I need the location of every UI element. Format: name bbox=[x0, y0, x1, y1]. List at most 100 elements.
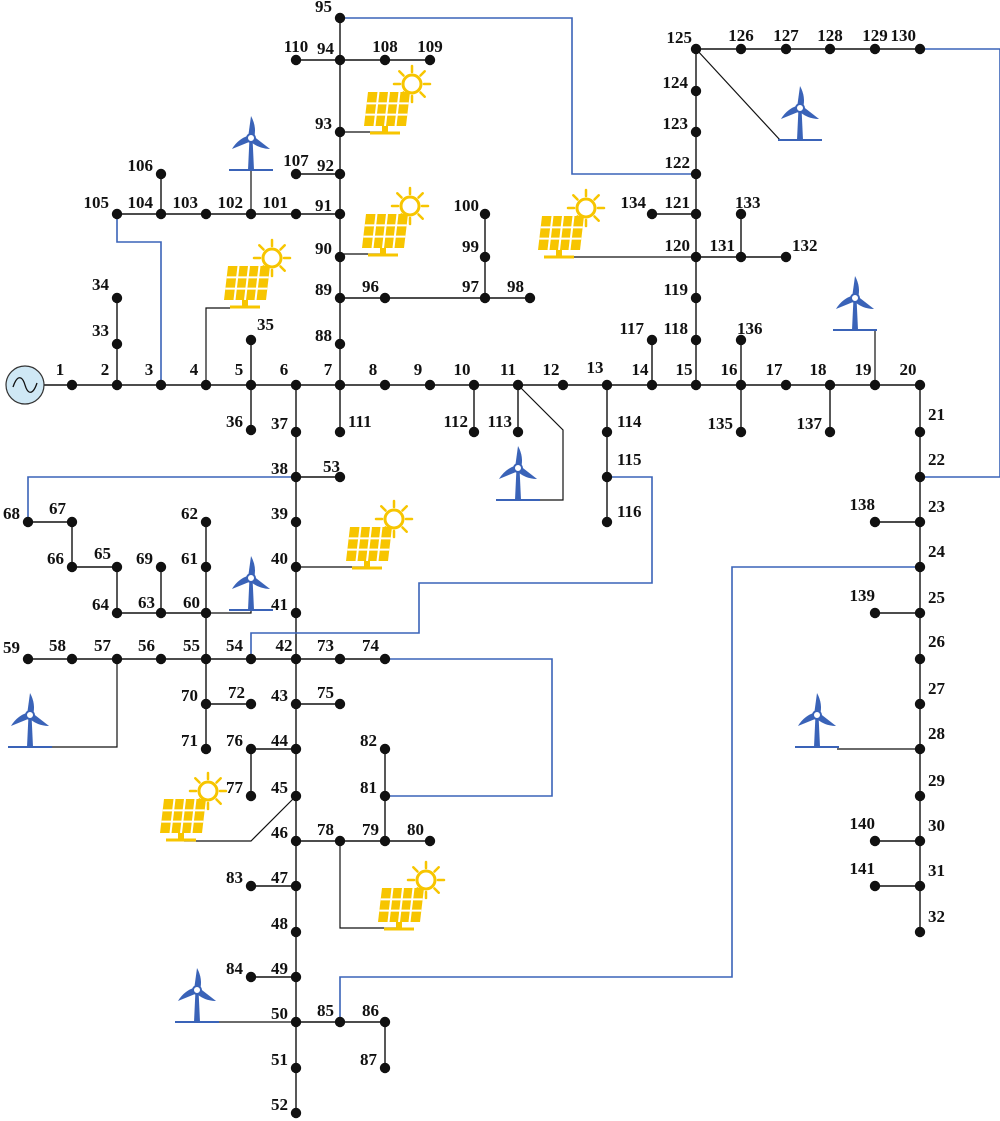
bus-node-38 bbox=[290, 471, 302, 483]
bus-node-107 bbox=[290, 168, 302, 180]
tie-line-74-81 bbox=[385, 658, 553, 797]
bus-node-128 bbox=[824, 43, 836, 55]
tie-line-95-122 bbox=[340, 17, 696, 175]
bus-node-12 bbox=[557, 379, 569, 391]
bus-label-9: 9 bbox=[414, 360, 423, 379]
bus-label-66: 66 bbox=[47, 549, 64, 568]
bus-label-122: 122 bbox=[665, 153, 691, 172]
bus-label-103: 103 bbox=[173, 193, 199, 212]
bus-label-67: 67 bbox=[49, 499, 67, 518]
bus-node-6 bbox=[290, 379, 302, 391]
bus-label-50: 50 bbox=[271, 1004, 288, 1023]
bus-label-56: 56 bbox=[138, 636, 155, 655]
bus-node-9 bbox=[424, 379, 436, 391]
bus-label-45: 45 bbox=[271, 778, 288, 797]
tie-line-68-38 bbox=[27, 476, 296, 522]
bus-node-35 bbox=[245, 334, 257, 346]
bus-label-26: 26 bbox=[928, 632, 945, 651]
bus-label-124: 124 bbox=[663, 73, 689, 92]
bus-label-5: 5 bbox=[235, 360, 244, 379]
bus-label-135: 135 bbox=[708, 414, 734, 433]
tie-line-24-85 bbox=[339, 566, 920, 1022]
bus-label-24: 24 bbox=[928, 542, 946, 561]
pv-4-solar-panel-icon bbox=[224, 238, 292, 309]
bus-label-118: 118 bbox=[663, 319, 688, 338]
bus-node-140 bbox=[869, 835, 881, 847]
bus-label-115: 115 bbox=[617, 450, 642, 469]
bus-node-20 bbox=[914, 379, 926, 391]
bus-node-114 bbox=[601, 426, 613, 438]
bus-node-103 bbox=[200, 208, 212, 220]
wind-60-wind-turbine-icon bbox=[229, 556, 273, 611]
bus-label-99: 99 bbox=[462, 237, 479, 256]
bus-node-25 bbox=[914, 607, 926, 619]
bus-label-86: 86 bbox=[362, 1001, 379, 1020]
bus-label-74: 74 bbox=[362, 636, 380, 655]
bus-node-130 bbox=[914, 43, 926, 55]
bus-label-98: 98 bbox=[507, 277, 524, 296]
bus-node-91 bbox=[334, 208, 346, 220]
pv-78-solar-panel-icon bbox=[378, 860, 446, 931]
bus-label-130: 130 bbox=[891, 26, 917, 45]
bus-node-120 bbox=[690, 251, 702, 263]
bus-label-76: 76 bbox=[226, 731, 243, 750]
bus-label-129: 129 bbox=[862, 26, 888, 45]
pv-45-solar-panel-icon bbox=[160, 771, 228, 842]
bus-node-119 bbox=[690, 292, 702, 304]
bus-label-42: 42 bbox=[276, 636, 293, 655]
bus-node-111 bbox=[334, 426, 346, 438]
bus-label-60: 60 bbox=[183, 593, 200, 612]
bus-label-89: 89 bbox=[315, 280, 332, 299]
bus-node-117 bbox=[646, 334, 658, 346]
bus-node-79 bbox=[379, 835, 391, 847]
bus-label-13: 13 bbox=[587, 358, 604, 377]
bus-label-63: 63 bbox=[138, 593, 155, 612]
bus-label-128: 128 bbox=[817, 26, 843, 45]
bus-node-74 bbox=[379, 653, 391, 665]
bus-label-91: 91 bbox=[315, 196, 332, 215]
bus-node-32 bbox=[914, 926, 926, 938]
bus-label-94: 94 bbox=[317, 39, 335, 58]
bus-label-93: 93 bbox=[315, 114, 332, 133]
bus-label-27: 27 bbox=[928, 679, 946, 698]
bus-node-56 bbox=[155, 653, 167, 665]
bus-node-11 bbox=[512, 379, 524, 391]
bus-label-34: 34 bbox=[92, 275, 110, 294]
bus-node-82 bbox=[379, 743, 391, 755]
bus-node-67 bbox=[66, 516, 78, 528]
bus-node-121 bbox=[690, 208, 702, 220]
bus-node-109 bbox=[424, 54, 436, 66]
bus-label-134: 134 bbox=[621, 193, 647, 212]
bus-label-33: 33 bbox=[92, 321, 109, 340]
bus-label-113: 113 bbox=[487, 412, 512, 431]
bus-label-90: 90 bbox=[315, 239, 332, 258]
wind-11-connection bbox=[517, 384, 564, 501]
bus-label-92: 92 bbox=[317, 156, 334, 175]
bus-label-53: 53 bbox=[323, 457, 340, 476]
bus-node-76 bbox=[245, 743, 257, 755]
bus-node-24 bbox=[914, 561, 926, 573]
bus-node-100 bbox=[479, 208, 491, 220]
bus-node-73 bbox=[334, 653, 346, 665]
bus-label-106: 106 bbox=[128, 156, 154, 175]
bus-node-123 bbox=[690, 126, 702, 138]
bus-node-5 bbox=[245, 379, 257, 391]
bus-node-51 bbox=[290, 1062, 302, 1074]
bus-node-83 bbox=[245, 880, 257, 892]
bus-label-105: 105 bbox=[84, 193, 110, 212]
bus-label-136: 136 bbox=[737, 319, 763, 338]
bus-node-52 bbox=[290, 1107, 302, 1119]
bus-node-88 bbox=[334, 338, 346, 350]
bus-node-36 bbox=[245, 424, 257, 436]
bus-node-8 bbox=[379, 379, 391, 391]
bus-node-116 bbox=[601, 516, 613, 528]
bus-node-61 bbox=[200, 561, 212, 573]
bus-node-132 bbox=[780, 251, 792, 263]
bus-node-127 bbox=[780, 43, 792, 55]
bus-node-63 bbox=[155, 607, 167, 619]
bus-node-60 bbox=[200, 607, 212, 619]
bus-node-69 bbox=[155, 561, 167, 573]
bus-label-47: 47 bbox=[271, 868, 289, 887]
bus-node-16 bbox=[735, 379, 747, 391]
